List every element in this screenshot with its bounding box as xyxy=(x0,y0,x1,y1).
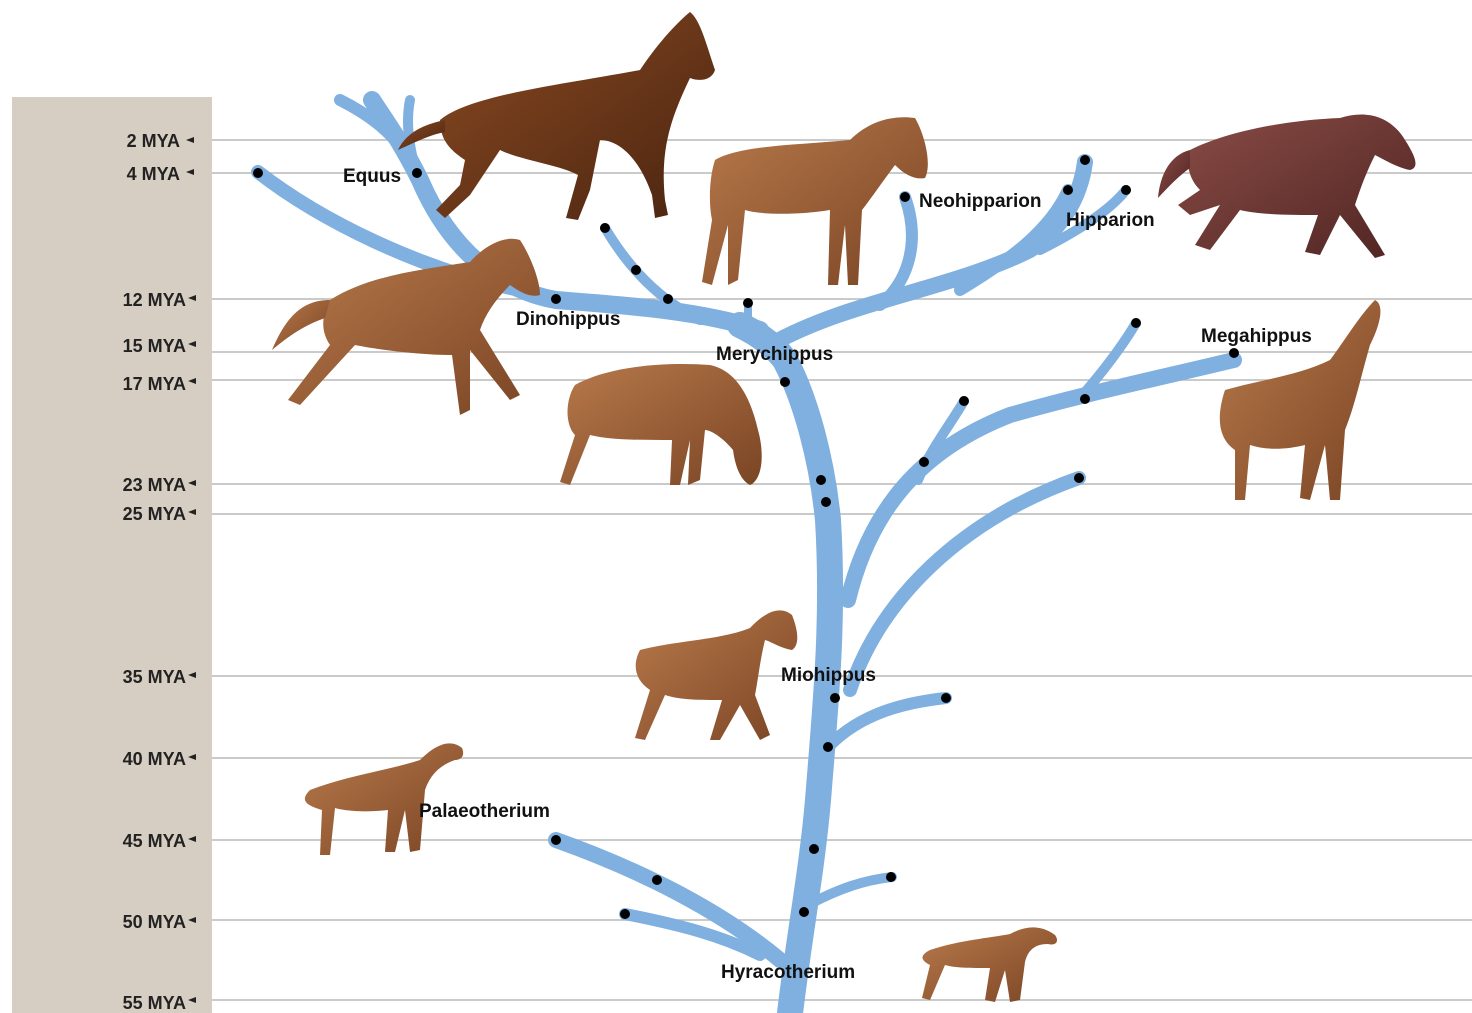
tick-label: 55 MYA xyxy=(123,993,186,1013)
node-dot xyxy=(551,294,561,304)
merychippus-horse-illustration xyxy=(560,364,762,485)
hyracotherium-illustration xyxy=(922,927,1057,1002)
node-dot xyxy=(1121,185,1131,195)
node-dot xyxy=(551,835,561,845)
node-dot xyxy=(941,693,951,703)
node-dot xyxy=(799,907,809,917)
taxon-label-hyracotherium: Hyracotherium xyxy=(721,962,855,983)
tick-label: 23 MYA xyxy=(123,475,186,495)
taxon-label-miohippus: Miohippus xyxy=(781,665,876,686)
tick-marker xyxy=(188,509,196,515)
node-dot xyxy=(1229,348,1239,358)
equus-horse-illustration xyxy=(398,12,715,220)
taxon-label-palaeotherium: Palaeotherium xyxy=(419,801,550,822)
node-dot xyxy=(1131,318,1141,328)
node-dot xyxy=(919,457,929,467)
node-dot xyxy=(631,265,641,275)
tick-label: 35 MYA xyxy=(123,667,186,687)
node-dot xyxy=(1080,155,1090,165)
taxon-label-megahippus: Megahippus xyxy=(1201,326,1312,347)
time-tick-labels: 2 MYA 4 MYA 12 MYA 15 MYA 17 MYA 23 MYA … xyxy=(123,131,186,1013)
node-dot xyxy=(823,742,833,752)
branch-megahippus xyxy=(848,360,1234,600)
node-dot xyxy=(959,396,969,406)
tick-marker xyxy=(186,169,194,175)
tick-label: 15 MYA xyxy=(123,336,186,356)
node-dot xyxy=(821,497,831,507)
taxon-label-dinohippus: Dinohippus xyxy=(516,309,620,330)
node-dot xyxy=(809,844,819,854)
node-dot xyxy=(830,693,840,703)
tick-markers xyxy=(186,137,196,1003)
node-dot xyxy=(600,223,610,233)
tick-marker xyxy=(188,378,196,384)
tick-marker xyxy=(188,295,196,301)
tick-label: 17 MYA xyxy=(123,374,186,394)
miohippus-horse-illustration xyxy=(635,610,797,740)
branch-mio-right xyxy=(830,698,946,745)
node-dot xyxy=(886,872,896,882)
taxon-label-merychippus: Merychippus xyxy=(716,344,833,365)
node-dot xyxy=(780,377,790,387)
tick-marker xyxy=(186,137,194,143)
node-dot xyxy=(900,192,910,202)
node-dot xyxy=(253,168,263,178)
node-dot xyxy=(1063,185,1073,195)
node-dot xyxy=(620,909,630,919)
hipparion-horse-illustration xyxy=(1158,114,1415,258)
dinohippus-horse-illustration xyxy=(272,239,540,415)
phylogenetic-tree xyxy=(258,100,1234,1013)
node-dot xyxy=(1080,394,1090,404)
node-dot xyxy=(1074,473,1084,483)
tick-label: 4 MYA xyxy=(127,164,180,184)
tick-marker xyxy=(188,754,196,760)
tick-marker xyxy=(188,997,196,1003)
node-dot xyxy=(816,475,826,485)
tick-marker xyxy=(188,480,196,486)
node-dot xyxy=(663,294,673,304)
branch-palaeotherium xyxy=(556,840,780,960)
tick-label: 12 MYA xyxy=(123,290,186,310)
tick-label: 2 MYA xyxy=(127,131,180,151)
taxon-label-equus: Equus xyxy=(343,166,401,187)
tick-marker xyxy=(188,672,196,678)
tick-label: 50 MYA xyxy=(123,912,186,932)
tick-marker xyxy=(188,341,196,347)
neohipparion-horse-illustration xyxy=(702,117,928,285)
node-dot xyxy=(743,298,753,308)
tick-label: 25 MYA xyxy=(123,504,186,524)
taxon-label-neohipparion: Neohipparion xyxy=(919,191,1041,212)
tick-label: 40 MYA xyxy=(123,749,186,769)
palaeotherium-illustration xyxy=(305,743,463,855)
tick-marker xyxy=(188,836,196,842)
tick-marker xyxy=(188,917,196,923)
node-dot xyxy=(412,168,422,178)
tick-label: 45 MYA xyxy=(123,831,186,851)
node-dot xyxy=(652,875,662,885)
taxon-label-hipparion: Hipparion xyxy=(1066,210,1155,231)
